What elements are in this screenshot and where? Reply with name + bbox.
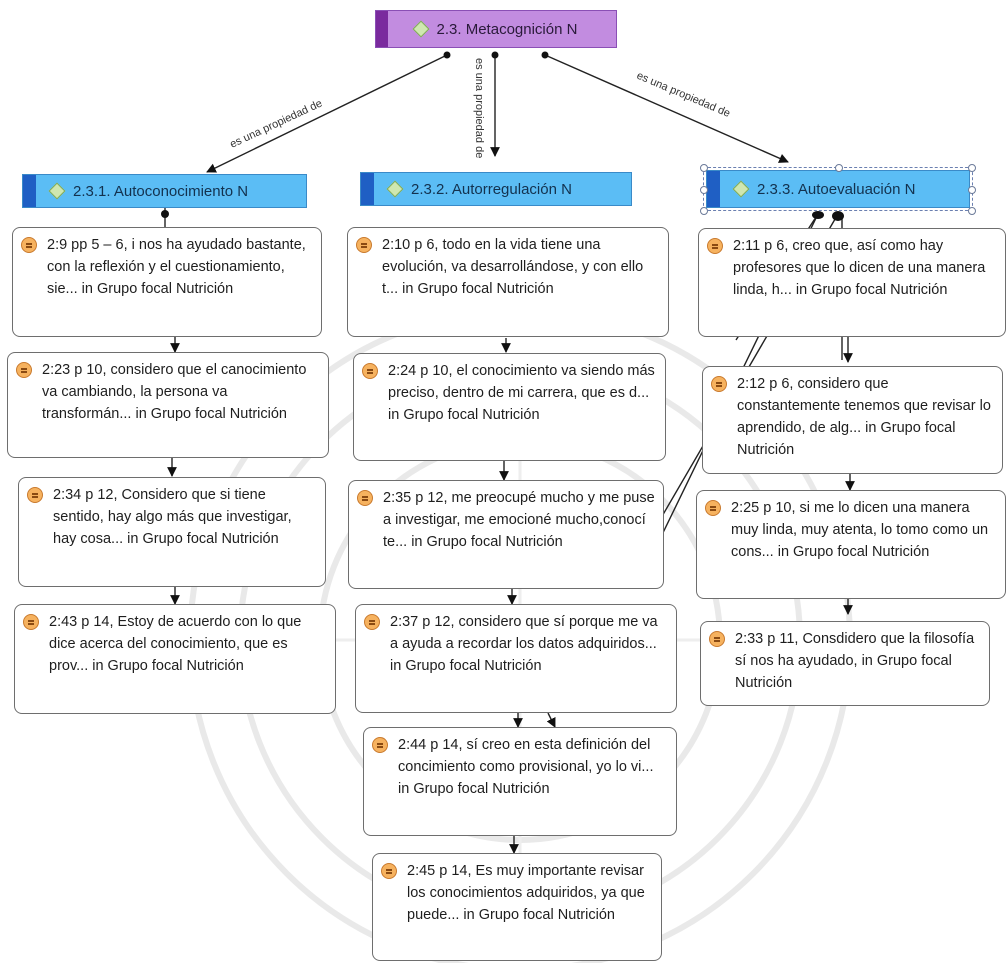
quotation-icon	[362, 363, 378, 379]
quotation-icon	[23, 614, 39, 630]
quotation-node[interactable]: 2:9 pp 5 – 6, i nos ha ayudado bastante,…	[12, 227, 322, 337]
code-node-autoevaluacion[interactable]: 2.3.3. Autoevaluación N	[703, 167, 973, 211]
quotation-icon	[711, 376, 727, 392]
quotation-text: 2:43 p 14, Estoy de acuerdo con lo que d…	[49, 614, 302, 674]
diamond-icon	[386, 180, 404, 198]
code-node-autorregulacion[interactable]: 2.3.2. Autorregulación N	[360, 172, 632, 206]
quotation-icon	[27, 487, 43, 503]
quotation-text: 2:33 p 11, Consdidero que la filosofía s…	[735, 631, 975, 691]
quotation-icon	[364, 614, 380, 630]
quotation-icon	[356, 237, 372, 253]
quotation-node[interactable]: 2:23 p 10, considero que el canocimiento…	[7, 352, 329, 458]
quotation-text: 2:23 p 10, considero que el canocimiento…	[42, 362, 307, 422]
quotation-icon	[16, 362, 32, 378]
diamond-icon	[48, 182, 66, 200]
quotation-node[interactable]: 2:33 p 11, Consdidero que la filosofía s…	[700, 621, 990, 706]
quotation-icon	[707, 238, 723, 254]
quotation-node[interactable]: 2:10 p 6, todo en la vida tiene una evol…	[347, 227, 669, 337]
quotation-node[interactable]: 2:12 p 6, considero que constantemente t…	[702, 366, 1003, 474]
diamond-icon	[412, 20, 430, 38]
quotation-icon	[705, 500, 721, 516]
quotation-text: 2:11 p 6, creo que, así como hay profeso…	[733, 238, 986, 298]
resize-handle[interactable]	[700, 207, 708, 215]
resize-handle[interactable]	[968, 186, 976, 194]
root-code-label: 2.3. Metacognición N	[436, 20, 578, 38]
diamond-icon	[732, 180, 750, 198]
quotation-icon	[357, 490, 373, 506]
quotation-node[interactable]: 2:24 p 10, el conocimiento va siendo más…	[353, 353, 666, 461]
quotation-node[interactable]: 2:11 p 6, creo que, así como hay profeso…	[698, 228, 1006, 337]
quotation-text: 2:34 p 12, Considero que si tiene sentid…	[53, 487, 292, 547]
quotation-icon	[709, 631, 725, 647]
code-node-autoconocimiento[interactable]: 2.3.1. Autoconocimiento N	[22, 174, 307, 208]
quotation-text: 2:25 p 10, si me lo dicen una manera muy…	[731, 500, 989, 560]
quotation-node[interactable]: 2:25 p 10, si me lo dicen una manera muy…	[696, 490, 1006, 599]
code-label: 2.3.2. Autorregulación N	[411, 180, 572, 198]
resize-handle[interactable]	[968, 164, 976, 172]
resize-handle[interactable]	[835, 164, 843, 172]
resize-handle[interactable]	[700, 186, 708, 194]
resize-handle[interactable]	[968, 207, 976, 215]
quotation-text: 2:37 p 12, considero que sí porque me va…	[390, 614, 658, 674]
resize-handle[interactable]	[700, 164, 708, 172]
root-code-node[interactable]: 2.3. Metacognición N	[375, 10, 617, 48]
quotation-icon	[21, 237, 37, 253]
quotation-text: 2:35 p 12, me preocupé mucho y me puse a…	[383, 490, 655, 550]
quotation-node[interactable]: 2:35 p 12, me preocupé mucho y me puse a…	[348, 480, 664, 589]
quotation-text: 2:45 p 14, Es muy importante revisar los…	[407, 863, 645, 923]
quotation-node[interactable]: 2:37 p 12, considero que sí porque me va…	[355, 604, 677, 713]
quotation-text: 2:24 p 10, el conocimiento va siendo más…	[388, 363, 655, 423]
quotation-node[interactable]: 2:34 p 12, Considero que si tiene sentid…	[18, 477, 326, 587]
quotation-icon	[372, 737, 388, 753]
code-label: 2.3.1. Autoconocimiento N	[73, 182, 249, 200]
quotation-text: 2:44 p 14, sí creo en esta definición de…	[398, 737, 654, 797]
quotation-text: 2:9 pp 5 – 6, i nos ha ayudado bastante,…	[47, 237, 306, 297]
quotation-icon	[381, 863, 397, 879]
code-label: 2.3.3. Autoevaluación N	[757, 180, 916, 198]
quotation-node[interactable]: 2:43 p 14, Estoy de acuerdo con lo que d…	[14, 604, 336, 714]
quotation-text: 2:10 p 6, todo en la vida tiene una evol…	[382, 237, 644, 297]
quotation-text: 2:12 p 6, considero que constantemente t…	[737, 376, 991, 458]
quotation-node[interactable]: 2:44 p 14, sí creo en esta definición de…	[363, 727, 677, 836]
quotation-node[interactable]: 2:45 p 14, Es muy importante revisar los…	[372, 853, 662, 961]
